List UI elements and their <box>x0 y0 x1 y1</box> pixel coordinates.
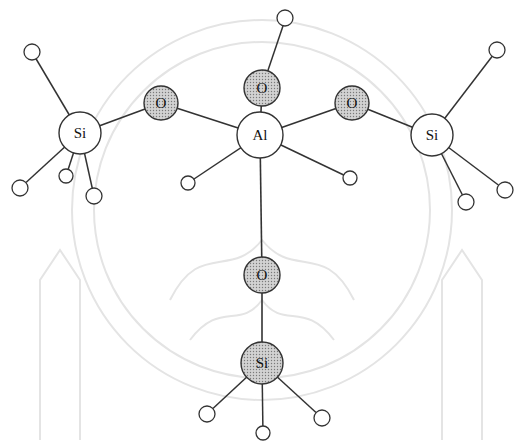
atom-symbol: O <box>334 85 370 112</box>
atom-symbol: O <box>243 256 281 284</box>
aluminium-atom: Al <box>236 111 284 159</box>
silicon-atom: Si <box>240 341 284 385</box>
bond-line <box>282 109 336 128</box>
bond-line <box>100 109 145 126</box>
bond-line <box>262 293 263 342</box>
atom-symbol: Si <box>58 111 102 142</box>
watermark <box>40 20 482 440</box>
atom-symbol: Al <box>236 111 284 144</box>
oxygen-atom: O <box>143 85 179 121</box>
bond-line <box>260 106 261 112</box>
atom-symbol: O <box>243 69 281 97</box>
bond-line <box>260 158 261 257</box>
oxygen-atom: O <box>243 256 281 294</box>
oxygen-atom: O <box>334 85 370 121</box>
atom-symbol: Si <box>240 341 284 372</box>
bond-line <box>368 109 413 127</box>
hydrogen-atoms <box>12 10 513 440</box>
bond-line <box>177 108 238 128</box>
silicon-atom: Si <box>410 113 454 157</box>
atom-symbol: O <box>143 85 179 112</box>
bond-lines <box>20 20 505 436</box>
silicon-atom: Si <box>58 111 102 155</box>
atom-symbol: Si <box>410 113 454 144</box>
oxygen-atom: O <box>243 69 281 107</box>
